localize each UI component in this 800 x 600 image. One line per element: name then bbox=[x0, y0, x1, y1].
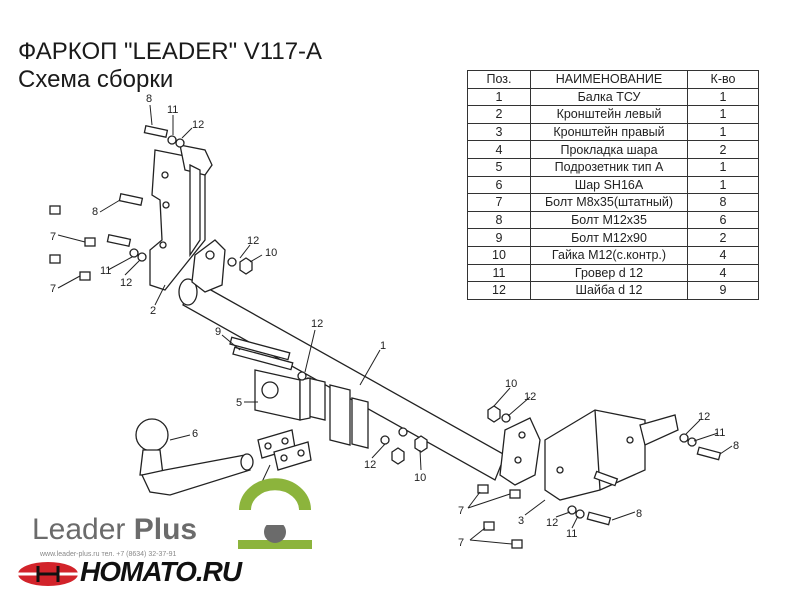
assembly-subtitle: Схема сборки bbox=[18, 66, 174, 93]
callout-7-right-a: 7 bbox=[458, 505, 464, 517]
callout-10-right: 10 bbox=[505, 378, 517, 390]
row-name: Шайба d 12 bbox=[530, 281, 688, 300]
callout-8-far-right: 8 bbox=[733, 440, 739, 452]
leader-plus-logo-mark bbox=[238, 478, 312, 549]
callout-8-top: 8 bbox=[146, 93, 152, 105]
callout-3: 3 bbox=[518, 515, 524, 527]
row-qty: 9 bbox=[687, 281, 759, 300]
callout-12-right-bottom: 12 bbox=[546, 517, 558, 529]
logo-word-plus: Plus bbox=[133, 513, 198, 546]
callout-12-center: 12 bbox=[364, 459, 376, 471]
callout-12-right-top: 12 bbox=[524, 391, 536, 403]
homato-logo-text: HOMATO.RU bbox=[80, 556, 242, 587]
fasteners-drawing bbox=[49, 125, 722, 549]
row-name: Гайка М12(с.контр.) bbox=[530, 245, 688, 265]
callout-6: 6 bbox=[192, 428, 198, 440]
left-bracket-drawing bbox=[149, 144, 213, 291]
tow-beam-drawing bbox=[178, 239, 541, 486]
row-name: Прокладка шара bbox=[530, 140, 688, 159]
contact-line: www.leader-plus.ru тел. +7 (8634) 32-37-… bbox=[40, 551, 177, 558]
row-qty: 1 bbox=[687, 157, 759, 177]
callout-11-far-right: 11 bbox=[714, 427, 725, 439]
callout-7-right-b: 7 bbox=[458, 537, 464, 549]
callout-11-top: 11 bbox=[167, 104, 178, 116]
logo-word-leader: Leader bbox=[32, 513, 126, 546]
product-title: ФАРКОП "LEADER" V117-A bbox=[18, 38, 323, 65]
callout-12-top: 12 bbox=[192, 119, 204, 131]
callout-8-left: 8 bbox=[92, 206, 98, 218]
callout-7-left-b: 7 bbox=[50, 283, 56, 295]
callout-labels: 8 11 12 8 7 11 12 7 2 12 10 9 12 1 5 6 4… bbox=[50, 93, 739, 549]
callout-12-left: 12 bbox=[120, 277, 132, 289]
row-pos: 11 bbox=[467, 263, 531, 283]
callout-8-right-bottom: 8 bbox=[636, 508, 642, 520]
callout-11-right-bottom: 11 bbox=[566, 528, 577, 540]
leader-lines bbox=[57, 104, 733, 545]
callout-12-mid: 12 bbox=[311, 318, 323, 330]
callout-12-beam-left: 12 bbox=[247, 235, 259, 247]
callout-12-far-right: 12 bbox=[698, 411, 710, 423]
callout-10-beam-left: 10 bbox=[265, 247, 277, 259]
parts-table-header: Поз. НАИМЕНОВАНИЕ К-во bbox=[467, 70, 759, 89]
socket-plate-drawing bbox=[254, 369, 311, 421]
callout-10-center: 10 bbox=[414, 472, 426, 484]
header-pos: Поз. bbox=[467, 70, 531, 89]
leader-plus-logo-text: Leader Plus bbox=[32, 514, 197, 546]
row-name: Кронштейн левый bbox=[530, 105, 688, 124]
right-bracket-drawing bbox=[544, 409, 679, 501]
row-name: Шар SH16A bbox=[530, 175, 688, 195]
callout-1: 1 bbox=[380, 340, 386, 352]
callout-2: 2 bbox=[150, 305, 156, 317]
callout-11-left: 11 bbox=[100, 265, 111, 277]
tow-ball-drawing bbox=[135, 418, 254, 496]
callout-5: 5 bbox=[236, 397, 242, 409]
callout-9: 9 bbox=[215, 326, 221, 338]
ball-spacer-drawing bbox=[257, 429, 312, 471]
callout-7-left-a: 7 bbox=[50, 231, 56, 243]
homato-logo-mark bbox=[18, 562, 78, 586]
row-name: Подрозетник тип А bbox=[530, 157, 688, 177]
row-name: Болт М12х90 bbox=[530, 228, 688, 247]
